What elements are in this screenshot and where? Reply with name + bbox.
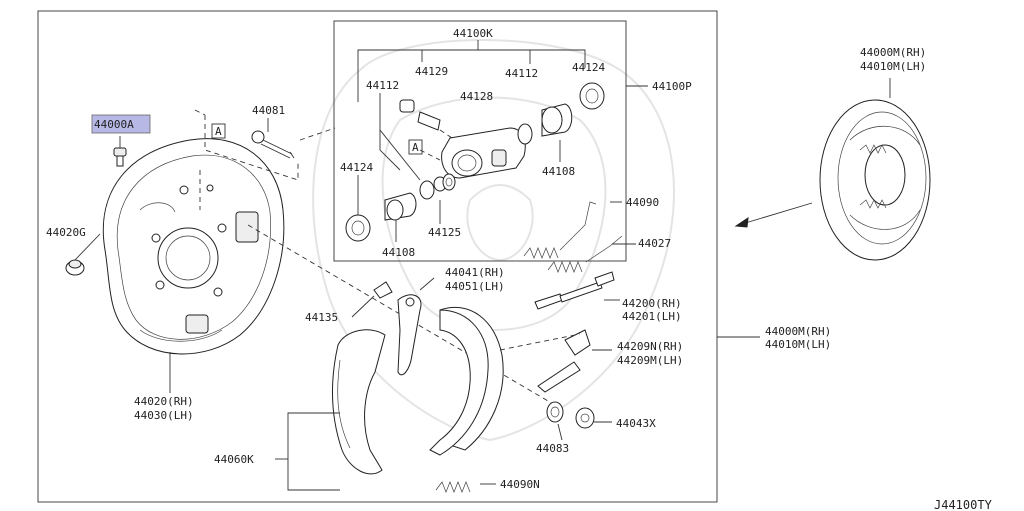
label-44124-left[interactable]: 44124 [340,161,373,174]
label-44100K[interactable]: 44100K [453,27,493,40]
label-44209M[interactable]: 44209M(LH) [617,354,683,367]
adjuster-lever-44209 [537,329,591,393]
cylinder-body [441,127,526,179]
diagram-code: J44100TY [934,498,993,511]
spring-44083 [546,401,564,423]
ref-box-a1 [211,123,226,139]
assembly-arrow [734,202,813,228]
shoe-front [331,329,386,475]
label-44100P[interactable]: 44100P [652,80,692,93]
label-44129[interactable]: 44129 [415,65,448,78]
label-44112-right[interactable]: 44112 [505,67,538,80]
bleeder-screw [399,99,441,131]
main-frame [37,10,718,503]
backing-plate [102,138,285,355]
label-44135[interactable]: 44135 [305,311,338,324]
spring-44090 [523,201,597,259]
ref-label-a1: A [215,125,222,138]
label-44083[interactable]: 44083 [536,442,569,455]
label-44090[interactable]: 44090 [626,196,659,209]
spring-44027 [547,235,623,273]
label-44090N[interactable]: 44090N [500,478,540,491]
label-44020G[interactable]: 44020G [46,226,86,239]
grommet-44020G [65,259,85,276]
label-44043X[interactable]: 44043X [616,417,656,430]
assembled-brake [819,99,931,261]
label-44000A[interactable]: 44000A [94,118,134,131]
label-44108-right[interactable]: 44108 [542,165,575,178]
shoe-rear [429,306,504,456]
label-44027[interactable]: 44027 [638,237,671,250]
label-44020[interactable]: 44020(RH) [134,395,194,408]
label-44081[interactable]: 44081 [252,104,285,117]
watermark-emblem [312,39,675,442]
label-44010M-top[interactable]: 44010M(LH) [860,60,926,73]
strut-44135 [373,281,393,299]
highlight-44000A [91,114,151,134]
hold-down-pin-44081 [251,130,295,159]
cup-left [419,176,447,200]
adjuster-44200 [534,271,615,310]
boot-left [345,214,371,242]
bolt-44000A [113,147,127,167]
piston-left [384,192,417,221]
label-44030[interactable]: 44030(LH) [134,409,194,422]
spring-44090N [435,481,471,493]
ref-box-a2 [408,139,423,155]
label-44060K[interactable]: 44060K [214,453,254,466]
ref-label-a2: A [412,141,419,154]
label-44108-left[interactable]: 44108 [382,246,415,259]
label-44125[interactable]: 44125 [428,226,461,239]
label-44200[interactable]: 44200(RH) [622,297,682,310]
wheel-cylinder-box [333,20,627,262]
label-44000M-top[interactable]: 44000M(RH) [860,46,926,59]
label-44201[interactable]: 44201(LH) [622,310,682,323]
label-44209N[interactable]: 44209N(RH) [617,340,683,353]
label-44124-right[interactable]: 44124 [572,61,605,74]
label-44041[interactable]: 44041(RH) [445,266,505,279]
cup-right [517,123,533,145]
cup-44043X [575,407,595,429]
label-44112-left[interactable]: 44112 [366,79,399,92]
label-44010M[interactable]: 44010M(LH) [765,338,831,351]
label-44000M[interactable]: 44000M(RH) [765,325,831,338]
label-44051[interactable]: 44051(LH) [445,280,505,293]
label-44128[interactable]: 44128 [460,90,493,103]
spring-44125 [442,173,456,191]
piston-right [541,103,573,137]
lever-44041 [397,294,422,376]
boot-right [579,82,605,110]
